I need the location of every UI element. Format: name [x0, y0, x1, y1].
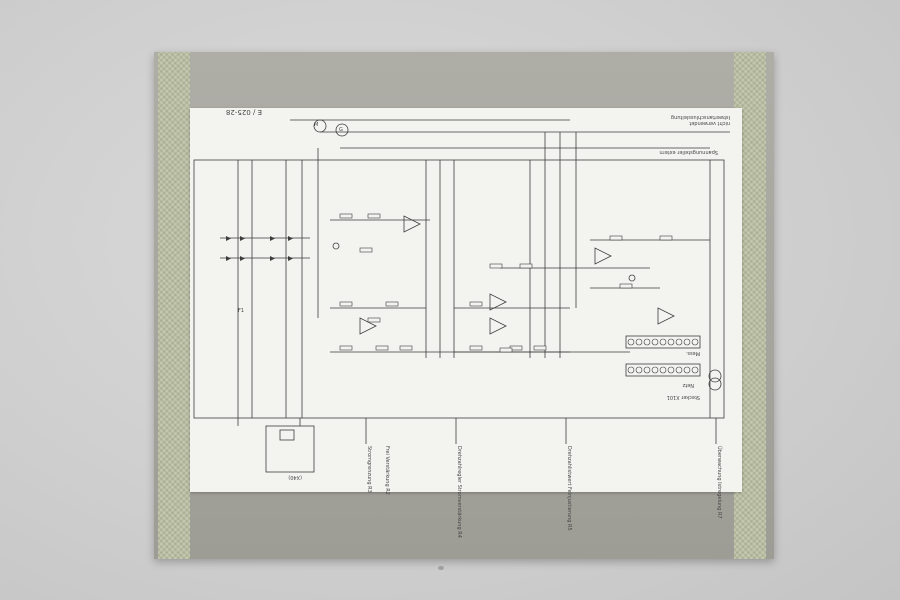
fuse-label: F1 [238, 308, 245, 314]
footer-label-5: Frei Verstärkung R2 [384, 446, 390, 495]
terminal-top [691, 338, 699, 346]
terminal-bottom [675, 366, 683, 374]
footer-label-3: Drehzahlregler Stromverstärkung R4 [456, 446, 462, 538]
resistor [519, 263, 533, 269]
resistor [609, 235, 623, 241]
diode [288, 256, 293, 261]
resistor [399, 345, 413, 351]
terminal-block-label-2: Mess. [685, 350, 700, 356]
header-note-2: nicht verwendet [689, 120, 730, 126]
diode [226, 256, 231, 261]
terminal-top [651, 338, 659, 346]
bottom-left-label: (X40) [288, 474, 302, 480]
diagram-frame [193, 159, 725, 419]
terminal-top [683, 338, 691, 346]
schematic-sheet: E / 025-28 Istwertanschlussleitung nicht… [190, 108, 742, 538]
resistor [619, 283, 633, 289]
terminal-bottom [651, 366, 659, 374]
resistor [499, 347, 513, 353]
resistor [469, 301, 483, 307]
terminal-bottom [691, 366, 699, 374]
terminal-top [627, 338, 635, 346]
footer-label-2: Drehzahlistwert Feinjustierung R5 [566, 446, 572, 531]
terminal-top [675, 338, 683, 346]
terminal-top [643, 338, 651, 346]
terminal-bottom [659, 366, 667, 374]
resistor [339, 213, 353, 219]
terminal-top [659, 338, 667, 346]
terminal-block-label: Stecker X101 [666, 394, 700, 400]
floor-speck [438, 566, 444, 570]
resistor [375, 345, 389, 351]
side-label: Netz [682, 382, 694, 388]
resistor [659, 235, 673, 241]
resistor [367, 317, 381, 323]
resistor [339, 345, 353, 351]
diode [288, 236, 293, 241]
diode [270, 256, 275, 261]
terminal-bottom [667, 366, 675, 374]
left-tape-strip [158, 52, 190, 559]
circuit-diagram [193, 119, 730, 473]
footer-label-4: Stromgrenzung R3 [366, 446, 372, 493]
tacho-symbol-label: G [339, 127, 343, 133]
terminal-bottom [635, 366, 643, 374]
resistor [533, 345, 547, 351]
terminal-top [667, 338, 675, 346]
resistor [339, 301, 353, 307]
diode [240, 236, 245, 241]
resistor [489, 263, 503, 269]
terminal-bottom [643, 366, 651, 374]
header-note-3: Spannungsteiler extern [659, 149, 718, 155]
diode [270, 236, 275, 241]
resistor [469, 345, 483, 351]
resistor [359, 247, 373, 253]
resistor [367, 213, 381, 219]
footer-label-1: Überwachung Istregelung R7 [716, 446, 722, 519]
terminal-bottom [683, 366, 691, 374]
corner-code: E / 025-28 [225, 108, 262, 116]
terminal-top [635, 338, 643, 346]
diode [240, 256, 245, 261]
resistor [385, 301, 399, 307]
diode [226, 236, 231, 241]
terminal-bottom [627, 366, 635, 374]
motor-symbol-label: M [314, 122, 319, 128]
